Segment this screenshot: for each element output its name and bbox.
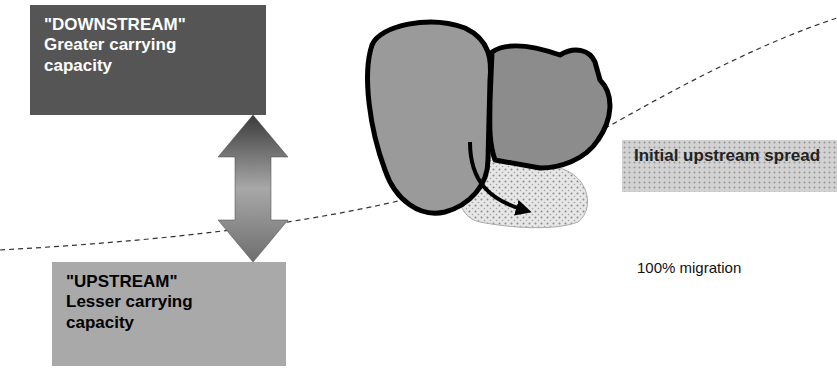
spread-box: Initial upstream spread [622,140,837,192]
node-heading: Initial upstream spread [634,146,824,166]
population-blob [368,22,491,213]
upstream-box: "UPSTREAM"Lesser carrying capacity [52,262,286,366]
node-body: Lesser carrying capacity [66,292,246,333]
downstream-box: "DOWNSTREAM"Greater carrying capacity [30,5,266,115]
node-heading: "DOWNSTREAM" [44,15,224,35]
node-heading: "UPSTREAM" [66,272,246,292]
migration-arrow [470,142,524,210]
double-arrow [218,115,288,262]
population-blob [490,46,610,168]
boundary-curve [0,18,837,250]
note-label: 100% migration [637,259,741,276]
node-body: Greater carrying capacity [44,35,224,76]
